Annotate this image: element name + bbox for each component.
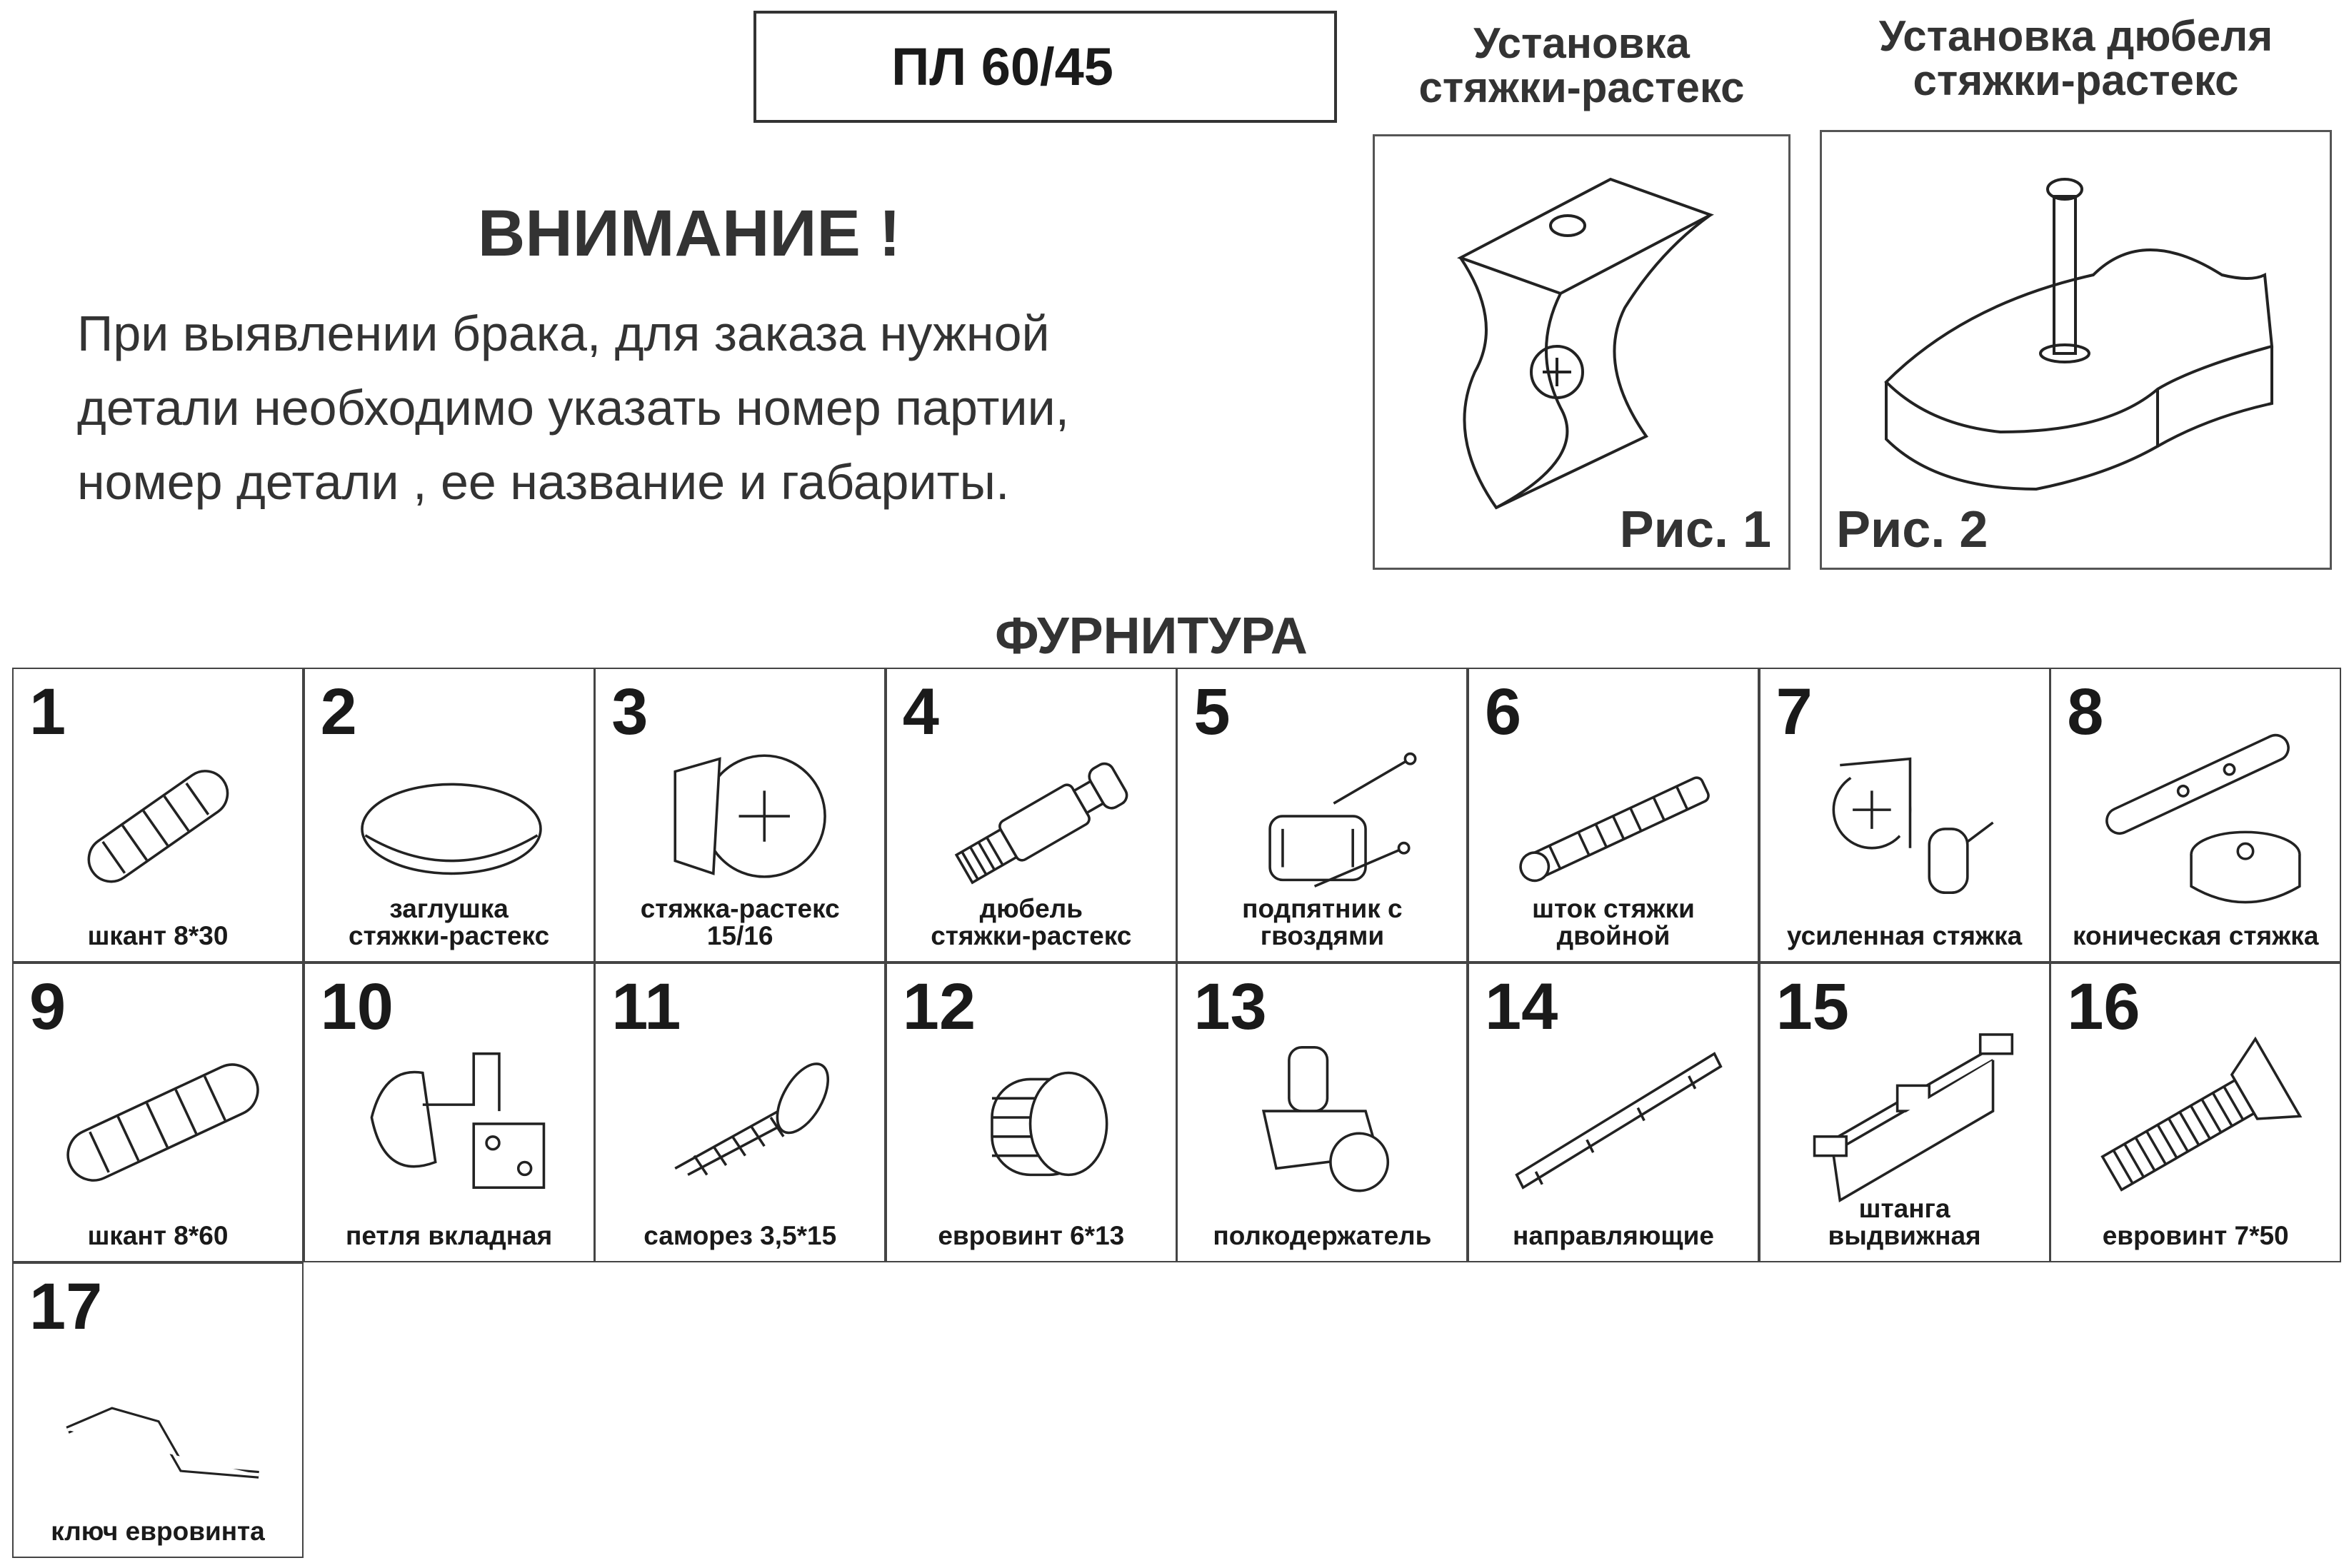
screw-icon xyxy=(674,1062,830,1176)
item-label: подпятник с гвоздями xyxy=(1242,894,1403,950)
item-label: полкодержатель xyxy=(1213,1221,1432,1250)
hardware-item-8: 8 коническая стяжка xyxy=(2050,668,2342,963)
item-label: усиленная стяжка xyxy=(1786,921,2023,950)
attention-heading: ВНИМАНИЕ ! xyxy=(477,197,901,270)
figure-1-caption: Установка стяжки-растекс xyxy=(1418,19,1745,111)
hardware-item-15: 15 штанга выдвижная xyxy=(1758,963,2050,1262)
double-rod-icon xyxy=(1519,776,1710,883)
item-number: 9 xyxy=(29,970,66,1043)
reinforced-tie-icon xyxy=(1832,757,1994,894)
item-number: 11 xyxy=(611,970,681,1043)
glide-nails-icon xyxy=(1268,752,1417,888)
item-number: 17 xyxy=(29,1270,103,1343)
item-number: 1 xyxy=(29,675,66,748)
euroscrew-long-icon xyxy=(2100,1036,2303,1192)
item-label: шток стяжки двойной xyxy=(1532,894,1695,950)
item-label: саморез 3,5*15 xyxy=(643,1221,837,1250)
dowel-long-icon xyxy=(66,1063,259,1182)
figure-2-caption: Установка дюбеля стяжки-растекс xyxy=(1878,12,2273,104)
hardware-item-13: 13 полкодержатель xyxy=(1176,963,1468,1262)
item-number: 4 xyxy=(902,675,939,748)
model-title: ПЛ 60/45 xyxy=(891,37,1113,96)
cam-dowel-install-drawing xyxy=(1884,178,2274,491)
hardware-item-1: 1 шкант 8*30 xyxy=(12,668,304,963)
hardware-grid: 1 шкант 8*30 2 заглушка стяжки-растекс 3 стяж… xyxy=(12,668,2342,1559)
item-number: 13 xyxy=(1193,970,1267,1043)
hinge-icon xyxy=(370,1052,545,1189)
item-label: петля вкладная xyxy=(345,1221,553,1250)
item-number: 15 xyxy=(1775,970,1849,1043)
hardware-item-6: 6 шток стяжки двойной xyxy=(1468,668,1759,963)
item-label: ключ евровинта xyxy=(51,1517,265,1546)
shelf-support-icon xyxy=(1262,1046,1390,1192)
item-number: 10 xyxy=(320,970,394,1043)
attention-line: При выявлении брака, для заказа нужной xyxy=(77,306,1050,361)
item-number: 5 xyxy=(1193,675,1231,748)
cap-icon xyxy=(360,783,542,875)
item-number: 2 xyxy=(320,675,357,748)
section-title: ФУРНИТУРА xyxy=(995,608,1308,665)
figure-2: Рис. 2 xyxy=(1820,130,2332,570)
item-label: евровинт 6*13 xyxy=(938,1221,1125,1250)
hardware-item-2: 2 заглушка стяжки-растекс xyxy=(303,668,595,963)
drawer-rail-icon xyxy=(1515,1052,1723,1190)
figure-1: Рис. 1 xyxy=(1373,134,1790,570)
euroscrew-short-icon xyxy=(990,1071,1108,1177)
hardware-item-4: 4 дюбель стяжки-растекс xyxy=(885,668,1177,963)
item-number: 7 xyxy=(1775,675,1813,748)
item-label: штанга выдвижная xyxy=(1828,1194,1981,1250)
attention-line: детали необходимо указать номер партии, xyxy=(77,380,1070,436)
hardware-item-9: 9 шкант 8*60 xyxy=(12,963,304,1262)
item-number: 12 xyxy=(902,970,976,1043)
hardware-item-17: 17 ключ евровинта xyxy=(12,1262,304,1558)
cam-lock-icon xyxy=(673,754,827,878)
hardware-item-7: 7 усиленная стяжка xyxy=(1758,668,2050,963)
item-number: 14 xyxy=(1485,970,1558,1043)
item-number: 8 xyxy=(2067,675,2104,748)
attention-line: номер детали , ее название и габариты. xyxy=(77,454,1010,510)
cam-lock-install-drawing xyxy=(1457,177,1714,510)
item-number: 16 xyxy=(2067,970,2140,1043)
item-label: евровинт 7*50 xyxy=(2102,1221,2289,1250)
hardware-item-11: 11 саморез 3,5*15 xyxy=(594,963,886,1262)
item-label: стяжка-растекс 15/16 xyxy=(640,894,840,950)
item-label: коническая стяжка xyxy=(2072,921,2319,950)
hardware-item-16: 16 евровинт 7*50 xyxy=(2050,963,2342,1262)
item-label: заглушка стяжки-растекс xyxy=(349,894,550,950)
hardware-item-5: 5 подпятник с гвоздями xyxy=(1176,668,1468,963)
hardware-item-3: 3 стяжка-растекс 15/16 xyxy=(594,668,886,963)
dowel-icon xyxy=(87,770,229,883)
item-number: 3 xyxy=(611,675,648,748)
hardware-item-14: 14 направляющие xyxy=(1468,963,1759,1262)
pullout-rod-icon xyxy=(1813,1033,2013,1202)
item-label: шкант 8*60 xyxy=(87,1221,229,1250)
cam-dowel-icon xyxy=(954,762,1128,885)
figure-1-label: Рис. 1 xyxy=(1619,501,1771,558)
figure-2-label: Рис. 2 xyxy=(1836,501,1988,558)
hardware-item-12: 12 евровинт 6*13 xyxy=(885,963,1177,1262)
item-label: направляющие xyxy=(1513,1221,1714,1250)
hardware-item-10: 10 петля вкладная xyxy=(303,963,595,1262)
model-title-box: ПЛ 60/45 xyxy=(753,11,1337,123)
item-label: шкант 8*30 xyxy=(87,921,229,950)
conical-tie-icon xyxy=(2105,733,2301,904)
attention-text: При выявлении брака, для заказа нужной д… xyxy=(77,296,1069,519)
item-label: дюбель стяжки-растекс xyxy=(931,894,1132,950)
item-number: 6 xyxy=(1485,675,1522,748)
hex-key-icon xyxy=(66,1407,259,1479)
